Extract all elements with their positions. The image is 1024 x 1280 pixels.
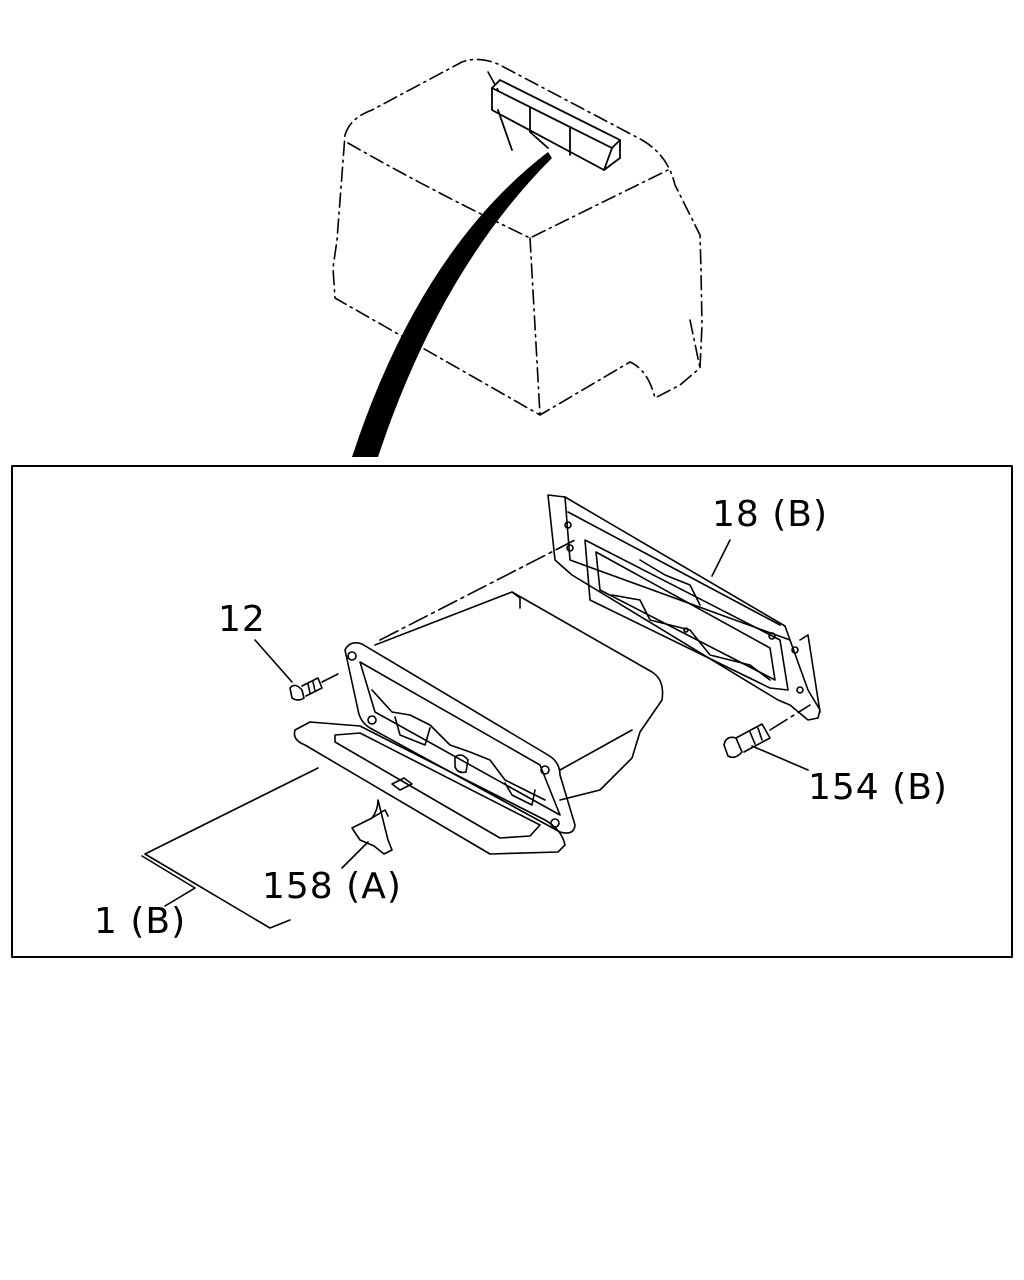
leader-12	[254, 639, 293, 683]
leader-1b	[141, 767, 319, 929]
detail-frame	[11, 465, 1013, 958]
detail-pointer	[352, 152, 552, 457]
console-lid	[293, 721, 566, 855]
cab-top-line	[487, 71, 499, 91]
callout-12: 12	[218, 599, 266, 640]
mounting-bracket	[547, 494, 821, 721]
callout-18b: 18 (B)	[712, 494, 829, 535]
leader-18b	[711, 539, 731, 577]
cab-front-edge	[529, 237, 541, 416]
leader-154b	[751, 745, 809, 771]
leader-lines	[141, 539, 809, 929]
cab-overview	[332, 58, 703, 457]
callout-154b: 154 (B)	[808, 767, 948, 808]
cab-roof-edge	[347, 142, 673, 239]
console-housing	[374, 539, 811, 801]
cab-outline	[332, 58, 703, 416]
clip-158a	[351, 799, 393, 855]
console-front-frame	[344, 642, 576, 834]
callout-158a: 158 (A)	[262, 866, 402, 907]
callout-1b: 1 (B)	[94, 901, 187, 942]
screw-12	[289, 673, 339, 701]
cab-side-edge	[689, 319, 701, 369]
leader-158a	[341, 841, 369, 869]
bolt-154b	[723, 723, 771, 759]
overhead-console-location	[491, 79, 621, 171]
